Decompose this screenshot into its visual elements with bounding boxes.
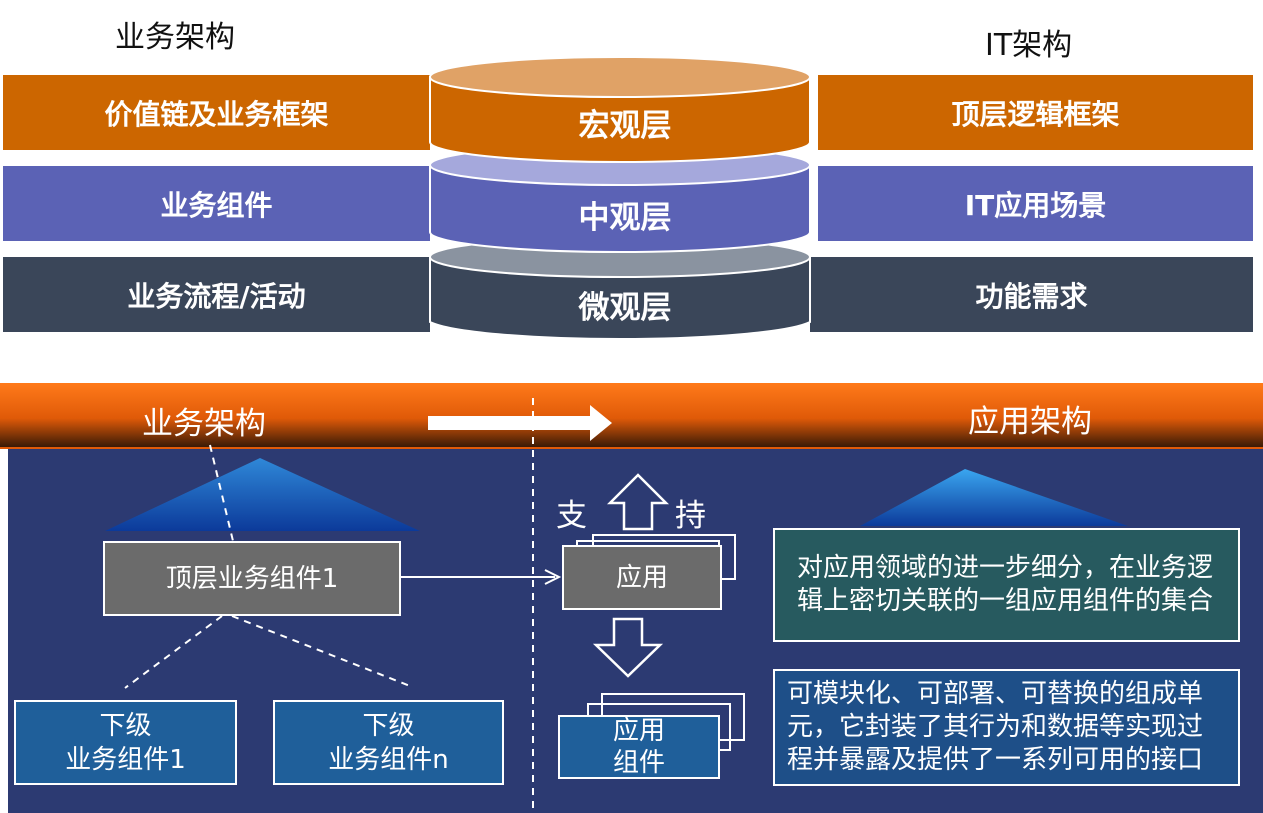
application-component-description-box: 可模块化、可部署、可替换的组成单元，它封装了其行为和数据等实现过程并暴露及提供了… — [773, 669, 1240, 786]
it-architecture-header: IT架构 — [985, 28, 1073, 63]
band-top-logic-framework: 顶层逻辑框架 — [818, 75, 1253, 150]
meso-layer-label: 中观层 — [578, 200, 672, 236]
architecture-banner — [0, 383, 1263, 449]
macro-layer-cylinder — [429, 56, 811, 163]
application-box: 应用 — [562, 545, 722, 610]
support-up-arrow — [606, 473, 670, 531]
band-value-chain: 价值链及业务框架 — [3, 75, 430, 150]
top-business-component-box: 顶层业务组件1 — [103, 541, 401, 616]
application-description-box: 对应用领域的进一步细分，在业务逻辑上密切关联的一组应用组件的集合 — [773, 528, 1240, 642]
sub-business-component-n: 下级 业务组件n — [273, 700, 504, 785]
down-arrow — [592, 617, 664, 678]
left-pyramid — [105, 458, 420, 531]
application-component-box: 应用 组件 — [558, 715, 720, 779]
micro-layer-label: 微观层 — [578, 290, 672, 326]
business-architecture-header: 业务架构 — [115, 20, 235, 55]
layer-cylinder-stack — [429, 56, 811, 341]
support-label-right: 持 — [675, 498, 706, 534]
band-function-requirement: 功能需求 — [810, 257, 1253, 332]
band-it-scenario: IT应用场景 — [818, 166, 1253, 241]
support-label-left: 支 — [556, 498, 587, 534]
banner-business-architecture: 业务架构 — [142, 406, 266, 442]
sub-business-component-1: 下级 业务组件1 — [14, 700, 237, 785]
band-business-process: 业务流程/活动 — [3, 257, 430, 332]
right-pyramid — [860, 469, 1128, 526]
band-business-component: 业务组件 — [3, 166, 430, 241]
macro-layer-label: 宏观层 — [578, 108, 672, 144]
banner-right-arrow — [428, 405, 612, 441]
banner-application-architecture: 应用架构 — [968, 404, 1092, 440]
